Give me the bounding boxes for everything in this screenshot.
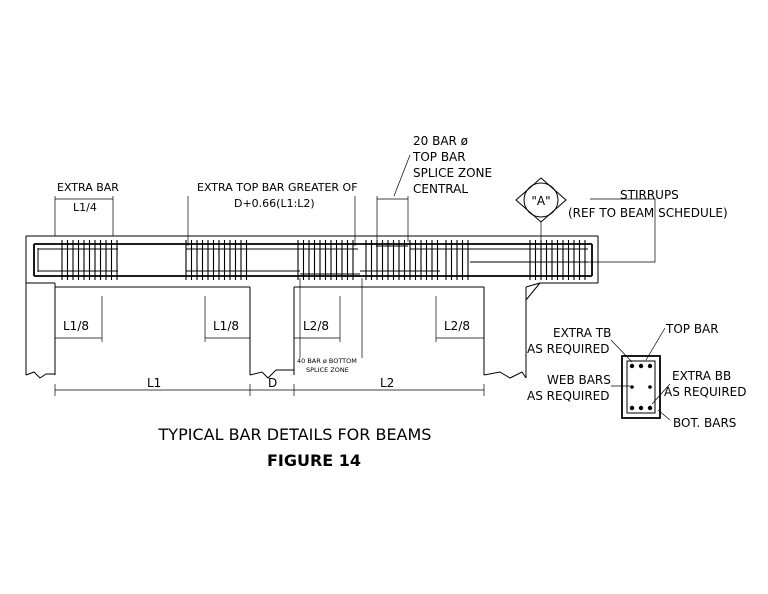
stirrups-ref-label: (REF TO BEAM SCHEDULE): [568, 206, 728, 220]
extra-top-bar-formula: D+0.66(L1:L2): [234, 197, 315, 210]
dim-l1-8-right: L1/8: [213, 319, 239, 333]
extra-bar-length: L1/4: [73, 201, 97, 214]
figure-number: FIGURE 14: [267, 451, 361, 470]
longitudinal-bars: [33, 243, 593, 277]
top-bar-label: TOP BAR: [665, 322, 719, 336]
web-bars-req-label: AS REQUIRED: [527, 389, 610, 403]
extra-top-bar-label: EXTRA TOP BAR GREATER OF: [197, 181, 358, 194]
dim-l2-8-left: L2/8: [303, 319, 329, 333]
stirrups-label: STIRRUPS: [620, 188, 679, 202]
bottom-splice-label-2: SPLICE ZONE: [306, 366, 349, 374]
stirrups: [61, 240, 586, 280]
detail-marker-label: "A": [531, 194, 550, 208]
bot-bars-label: BOT. BARS: [673, 416, 736, 430]
dim-l1-8-left: L1/8: [63, 319, 89, 333]
span-l1-label: L1: [147, 376, 161, 390]
extra-tb-req-label: AS REQUIRED: [527, 342, 610, 356]
bottom-splice-label-1: 40 BAR ø BOTTOM: [297, 357, 357, 365]
dim-l2-8-right: L2/8: [444, 319, 470, 333]
splice-label-1: 20 BAR ø: [413, 134, 468, 148]
dimension-lines: [54, 154, 656, 396]
span-l2-label: L2: [380, 376, 394, 390]
splice-label-4: CENTRAL: [413, 182, 468, 196]
figure-caption: TYPICAL BAR DETAILS FOR BEAMS: [158, 425, 432, 444]
splice-label-3: SPLICE ZONE: [413, 166, 492, 180]
detail-marker-a: "A": [515, 177, 567, 223]
extra-bar-label: EXTRA BAR: [57, 181, 119, 194]
extra-bb-req-label: AS REQUIRED: [664, 385, 747, 399]
extra-bb-label: EXTRA BB: [672, 369, 731, 383]
span-d-label: D: [268, 376, 277, 390]
extra-tb-label: EXTRA TB: [553, 326, 611, 340]
splice-label-2: TOP BAR: [412, 150, 466, 164]
beam-section: [610, 327, 671, 421]
web-bars-label: WEB BARS: [547, 373, 611, 387]
